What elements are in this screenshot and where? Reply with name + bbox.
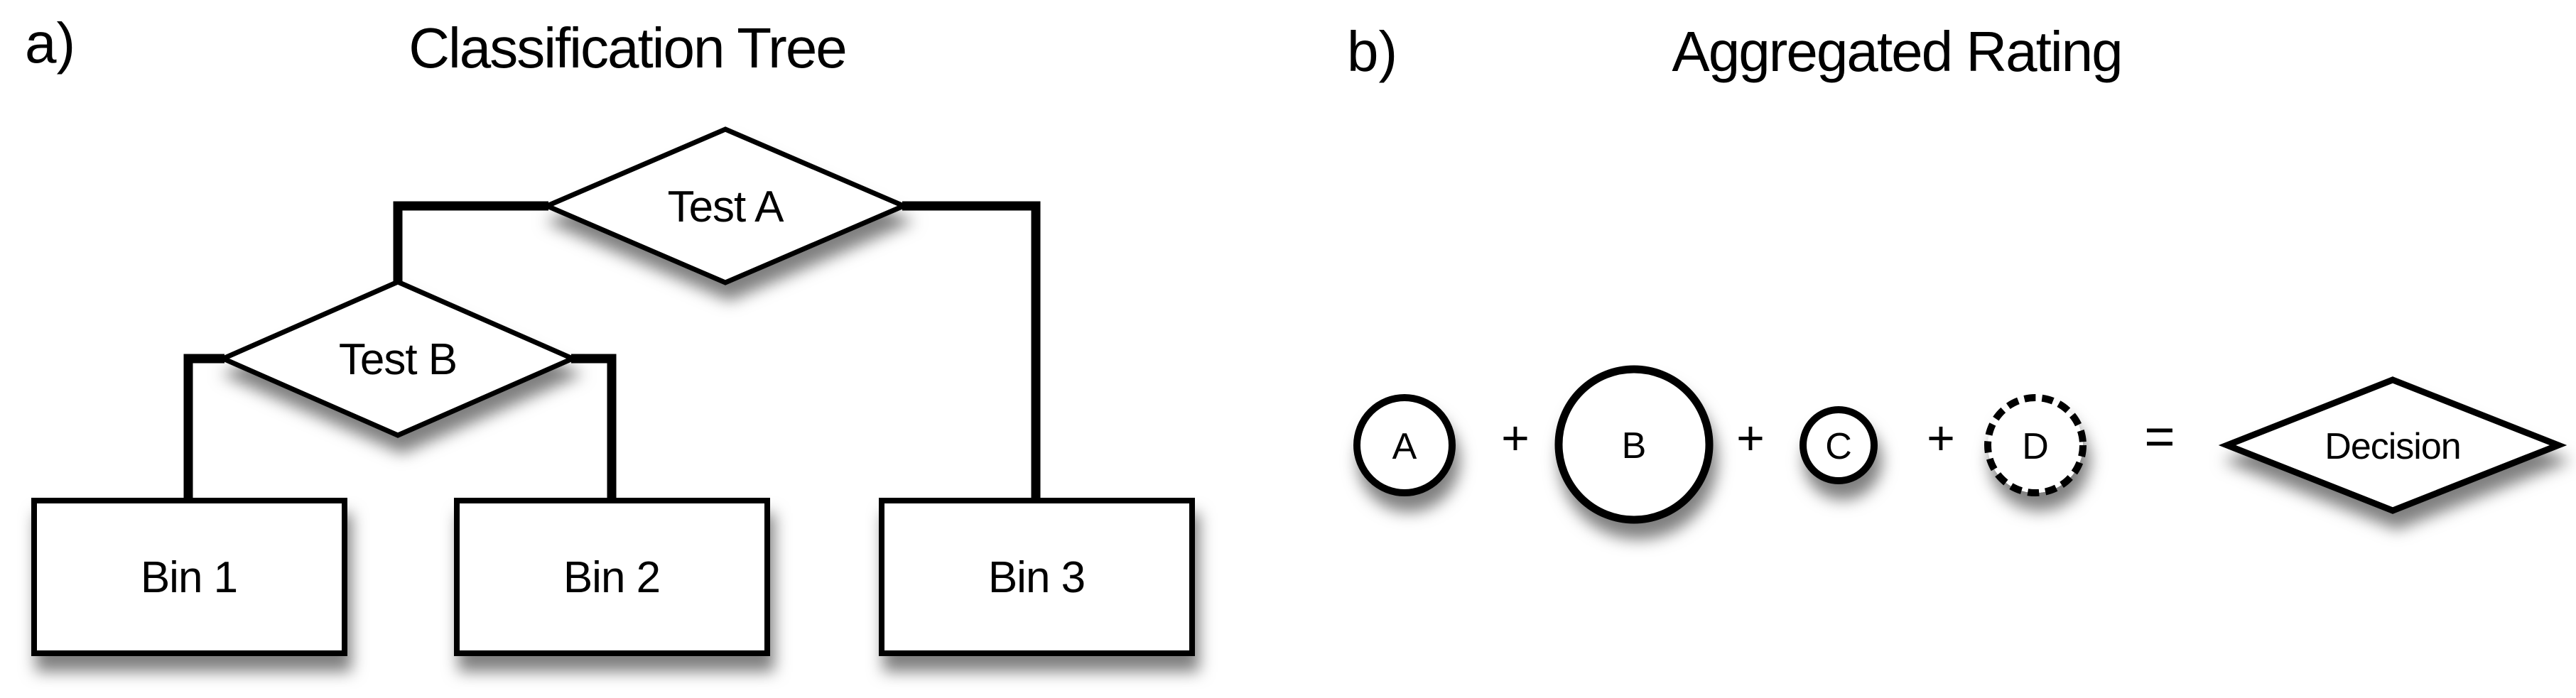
test-a-diamond — [541, 126, 910, 285]
rating-circle-b-label: B — [1622, 425, 1647, 467]
test-b-label: Test B — [339, 335, 457, 384]
connector-testB-to-bin1 — [183, 354, 224, 504]
panel-a-title: Classification Tree — [408, 16, 846, 80]
bin-2-label: Bin 2 — [563, 553, 660, 602]
rating-circle-a-label: A — [1392, 426, 1417, 467]
plus-operator-3: + — [1927, 411, 1955, 465]
rating-circle-b — [1554, 365, 1714, 524]
connector-testB-to-bin2 — [571, 354, 617, 504]
connector-testA-to-bin3 — [902, 201, 1041, 504]
rating-circle-c — [1800, 406, 1878, 484]
equals-operator: = — [2144, 407, 2175, 466]
panel-b-label: b) — [1347, 20, 1397, 83]
panel-classification-tree: a) Classification Tree Test A Test B Bin… — [25, 11, 1195, 656]
connector-testA-to-testB — [393, 201, 548, 284]
bin-3-box — [879, 498, 1195, 656]
panel-a-label: a) — [25, 11, 75, 75]
rating-circle-d-label: D — [2022, 426, 2049, 467]
bin-3-label: Bin 3 — [988, 553, 1085, 602]
test-a-label: Test A — [668, 182, 785, 231]
plus-operator-2: + — [1736, 411, 1765, 465]
rating-circle-a — [1353, 394, 1456, 496]
rating-circle-d — [1984, 394, 2087, 496]
test-b-diamond — [217, 279, 579, 438]
bin-1-label: Bin 1 — [141, 553, 237, 602]
panel-b-title: Aggregated Rating — [1672, 20, 2121, 83]
decision-label: Decision — [2325, 426, 2460, 467]
rating-circle-c-label: C — [1825, 426, 1852, 467]
decision-diamond — [2218, 376, 2567, 514]
plus-operator-1: + — [1501, 411, 1530, 465]
bin-1-box — [31, 498, 347, 656]
bin-2-box — [454, 498, 770, 656]
panel-aggregated-rating: b) Aggregated Rating A + B + C + D = Dec… — [1347, 20, 2567, 524]
